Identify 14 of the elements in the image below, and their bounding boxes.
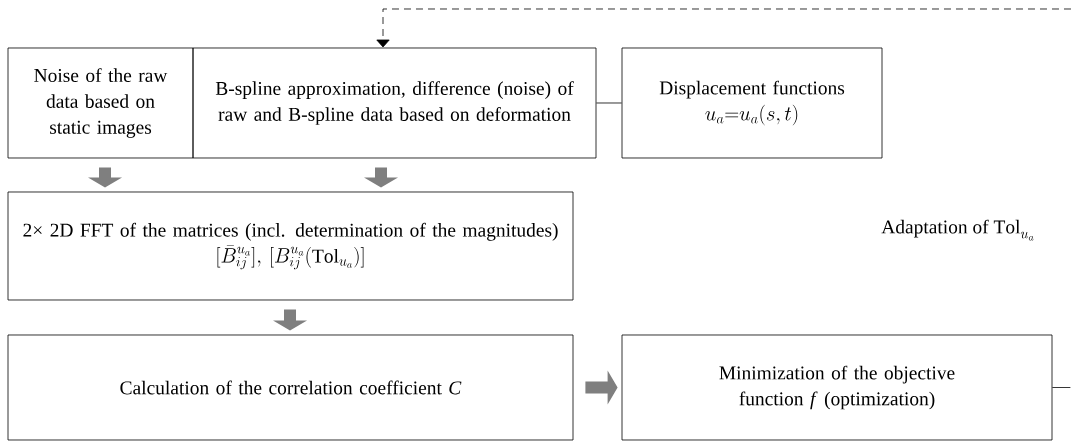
block-arrow bbox=[585, 370, 618, 405]
process-box: Calculation of the correlation coefficient C bbox=[7, 334, 574, 441]
block-arrow bbox=[364, 167, 398, 188]
process-box: Noise of the raw data based on static images bbox=[7, 47, 194, 159]
connector-line bbox=[596, 102, 622, 104]
block-arrow bbox=[88, 167, 122, 188]
dashed-arrow bbox=[376, 8, 1071, 48]
process-box: 2× 2D FFT of the matrices (incl. determination of the magnitudes) $[\bar{B}_{ij}^{u_a}],\,[B_{ij}^{u_a}(\mathrm{Tol}_{u_a})]$ bbox=[7, 191, 574, 301]
process-box: Displacement functions $u_a{=}u_a(s,t)$ bbox=[621, 47, 883, 159]
annotation-text: $\mathrm{Adaptation\ of\ Tol}_{u_a}$ bbox=[881, 219, 1034, 241]
block-arrow bbox=[273, 309, 307, 331]
connector-line bbox=[1052, 387, 1071, 388]
process-box: B-spline approximation, difference (noise) of raw and B-spline data based on deformation bbox=[192, 47, 597, 159]
process-box: Minimization of the objective function f (optimization) bbox=[621, 334, 1053, 441]
